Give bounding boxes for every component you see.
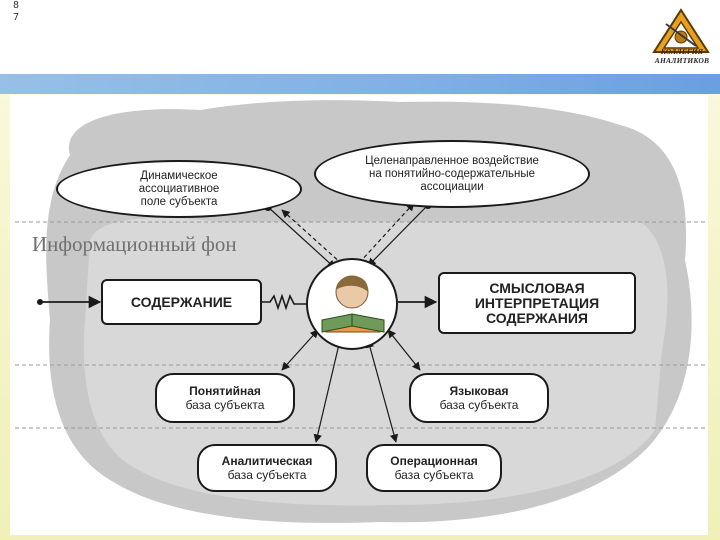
operational-base-box: Операционная база субъекта bbox=[366, 444, 502, 492]
content-box: СОДЕРЖАНИЕ bbox=[101, 279, 262, 325]
connector-line bbox=[387, 329, 421, 371]
logo-line: КОЛЛЕГИЯ bbox=[660, 47, 704, 56]
slide-number-digit: 7 bbox=[13, 12, 20, 23]
interpretation-line: СОДЕРЖАНИЯ bbox=[486, 309, 588, 326]
connector-line bbox=[313, 339, 343, 443]
interpretation-box: СМЫСЛОВАЯ ИНТЕРПРЕТАЦИЯ СОДЕРЖАНИЯ bbox=[438, 272, 636, 334]
connector-line bbox=[281, 329, 319, 371]
ellipse-line: Целенаправленное воздействие bbox=[365, 154, 539, 167]
targeted-influence-ellipse: Целенаправленное воздействие на понятийн… bbox=[314, 140, 590, 208]
base-title: Языковая bbox=[449, 384, 509, 398]
base-subtitle: база субъекта bbox=[227, 468, 307, 482]
input-arrow-start bbox=[37, 299, 43, 305]
connector-line bbox=[367, 204, 429, 267]
slide-number-digit: 8 bbox=[13, 0, 20, 11]
base-subtitle: база субъекта bbox=[394, 468, 474, 482]
dynamic-field-ellipse: Динамическое ассоциативное поле субъекта bbox=[56, 160, 302, 218]
connector-line bbox=[359, 202, 415, 263]
ellipse-line: поле субъекта bbox=[140, 195, 218, 208]
content-label: СОДЕРЖАНИЕ bbox=[130, 293, 233, 310]
triangle-emblem-icon bbox=[652, 8, 710, 53]
analytical-base-box: Аналитическая база субъекта bbox=[197, 444, 337, 492]
ellipse-line: Динамическое bbox=[140, 169, 218, 182]
base-subtitle: база субъекта bbox=[185, 398, 265, 412]
signal-squiggle bbox=[262, 293, 306, 311]
connector-line bbox=[365, 339, 399, 443]
ellipse-line: ассоциативное bbox=[138, 182, 220, 195]
base-title: Аналитическая bbox=[221, 454, 313, 468]
slide-number: 8 7 bbox=[13, 0, 25, 24]
ellipse-line: ассоциации bbox=[420, 180, 484, 193]
language-base-box: Языковая база субъекта bbox=[409, 373, 549, 423]
interpretation-line: ИНТЕРПРЕТАЦИЯ bbox=[474, 294, 600, 311]
base-subtitle: база субъекта bbox=[439, 398, 519, 412]
reader-with-book-icon bbox=[321, 275, 385, 333]
header-band bbox=[0, 0, 720, 74]
interpretation-line: СМЫСЛОВАЯ bbox=[489, 279, 585, 296]
ellipse-line: на понятийно-содержательные bbox=[368, 167, 536, 180]
conceptual-base-box: Понятийная база субъекта bbox=[155, 373, 295, 423]
base-title: Понятийная bbox=[189, 384, 261, 398]
background-title: Информационный фон bbox=[32, 232, 237, 256]
logo-line: АНАЛИТИКОВ bbox=[654, 56, 710, 65]
base-title: Операционная bbox=[390, 454, 478, 468]
logo-caption: КОЛЛЕГИЯ АНАЛИТИКОВ bbox=[644, 47, 720, 65]
connector-line bbox=[267, 206, 336, 269]
blue-accent-bar bbox=[0, 74, 720, 94]
